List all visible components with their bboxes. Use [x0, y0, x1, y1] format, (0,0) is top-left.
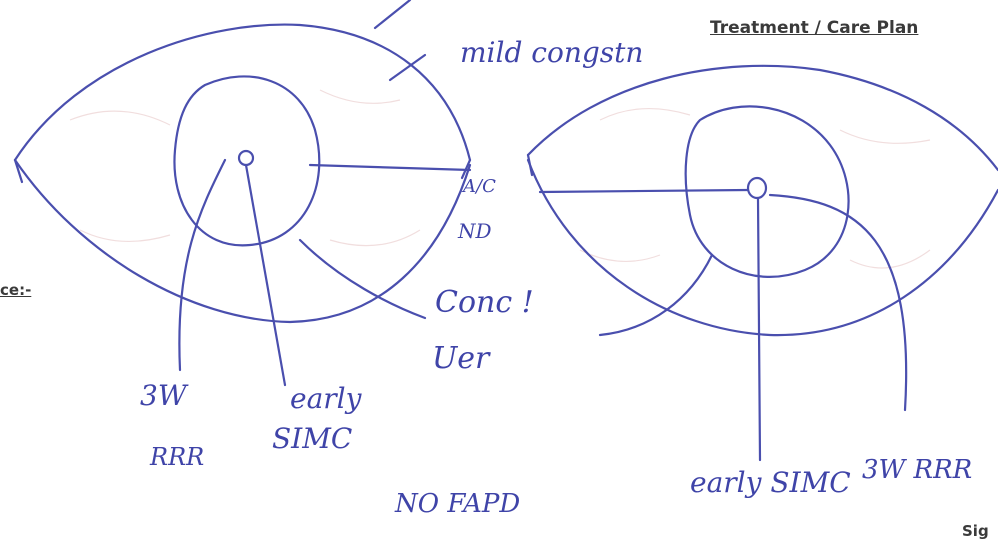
left-eye-limbus [684, 105, 850, 279]
left-eye-upper-lid [526, 64, 998, 172]
left-eye-pupil [746, 176, 768, 200]
note-early-simc-left: early SIMC [690, 466, 851, 499]
note-uer: Uer [432, 341, 491, 376]
care-plan-heading: Treatment / Care Plan [710, 18, 919, 38]
right-eye-upper-lid [13, 23, 472, 162]
left-eye-lower-lid [526, 158, 998, 337]
right-eye-pupil [237, 149, 255, 167]
note-rrr-right: RRR [149, 443, 204, 471]
note-3w-right: 3W [140, 379, 189, 412]
partial-field-label: ce:- [0, 281, 32, 299]
note-nd: ND [457, 219, 492, 243]
signature-label: Sig [962, 522, 989, 540]
note-simc-right: SIMC [272, 422, 352, 455]
note-conc: Conc ! [435, 285, 534, 320]
right-eye-lower-lid [13, 158, 472, 324]
note-mild-congestion: mild congstn [460, 36, 643, 69]
note-early-right: early [290, 382, 363, 415]
vessel-lines [69, 89, 931, 269]
right-eye-drawing [13, 0, 472, 387]
right-eye-limbus [173, 75, 321, 247]
note-no-fapd: NO FAPD [394, 489, 520, 519]
note-3w-rrr-left: 3W RRR [862, 455, 972, 485]
note-ac: A/C [461, 176, 496, 197]
left-eye-drawing [526, 64, 998, 462]
